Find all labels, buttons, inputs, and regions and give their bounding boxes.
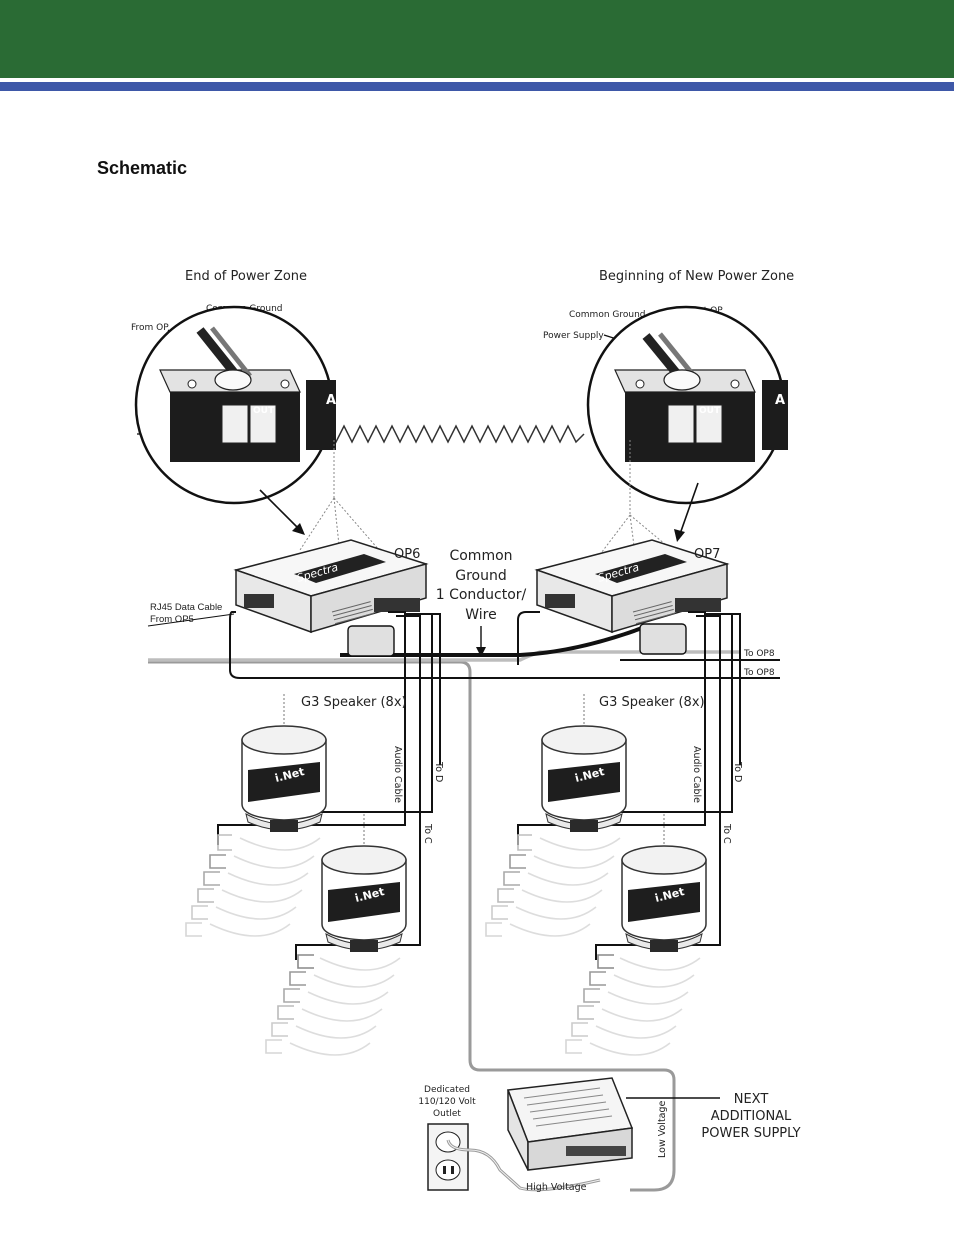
audio-cable-right-label: Audio Cable [691, 746, 702, 803]
header-gap [0, 78, 954, 82]
speaker-group-right-label: G3 Speaker (8x) [599, 695, 705, 710]
right-out-label: OUT [699, 406, 721, 416]
outlet-label-line-2: 110/120 Volt [418, 1097, 476, 1107]
right-common-ground-label: Common Ground [569, 310, 646, 320]
left-panel-letter: A [326, 393, 336, 408]
common-ground-line-1: Common [449, 548, 512, 564]
callout-arrow-right [674, 482, 699, 542]
high-voltage-label: High Voltage [526, 1182, 587, 1193]
to-d-right-label: To D [732, 761, 743, 782]
speaker-left-upper [241, 693, 327, 833]
right-power-supply-label: Power Supply [543, 331, 604, 341]
speaker-right-upper [541, 693, 627, 833]
to-op8-lower: To OP8 [743, 668, 775, 678]
op7-label: OP7 [694, 547, 720, 562]
power-supply-unit [506, 1077, 634, 1171]
callout-arrow-left [259, 489, 305, 535]
common-ground-line-4: Wire [465, 607, 497, 623]
section-title: Schematic [97, 158, 188, 178]
zone-right-title: Beginning of New Power Zone [599, 269, 794, 284]
output-wires [217, 611, 741, 960]
common-ground-line-2: Ground [455, 568, 507, 584]
speaker-group-left-label: G3 Speaker (8x) [301, 695, 407, 710]
right-speaker-stack-lower [565, 954, 701, 1056]
rj45-label-line-1: RJ45 Data Cable [150, 602, 222, 613]
common-ground-arrow [476, 626, 486, 657]
next-supply-line-2: ADDITIONAL [711, 1109, 792, 1124]
zone-left-title: End of Power Zone [185, 269, 307, 284]
next-supply-line-1: NEXT [734, 1092, 769, 1107]
to-c-left-label: To C [422, 823, 433, 844]
outlet-label-line-1: Dedicated [424, 1085, 470, 1095]
rj45-label-line-2: From OP5 [150, 614, 194, 625]
to-d-left-label: To D [433, 761, 444, 782]
speaker-right-lower [621, 813, 707, 953]
left-speaker-stack-lower [265, 954, 401, 1056]
speaker-left-lower [321, 813, 407, 953]
audio-cable-left-label: Audio Cable [392, 746, 403, 803]
next-supply-line-3: POWER SUPPLY [701, 1126, 800, 1141]
left-terminal-callout: OUT A [134, 305, 336, 505]
wall-outlet [427, 1123, 601, 1192]
low-voltage-label: Low Voltage [657, 1100, 668, 1158]
op6-label: OP6 [394, 547, 420, 562]
to-op8-upper: To OP8 [743, 649, 775, 659]
left-from-op-label: From OP [131, 323, 169, 333]
header-banner [0, 0, 954, 78]
left-out-label: OUT [253, 406, 275, 416]
left-speaker-stack-upper [185, 834, 321, 937]
bus-wires [148, 611, 780, 1192]
header-stripe [0, 82, 954, 91]
outlet-label-line-3: Outlet [433, 1109, 461, 1119]
to-c-right-label: To C [721, 823, 732, 844]
right-speaker-stack-upper [485, 834, 621, 937]
right-terminal-callout: OUT A [586, 305, 788, 505]
right-panel-letter: A [775, 393, 785, 408]
common-ground-line-3: 1 Conductor/ [436, 587, 527, 603]
op6-box [235, 539, 427, 633]
op7-box [536, 539, 728, 633]
